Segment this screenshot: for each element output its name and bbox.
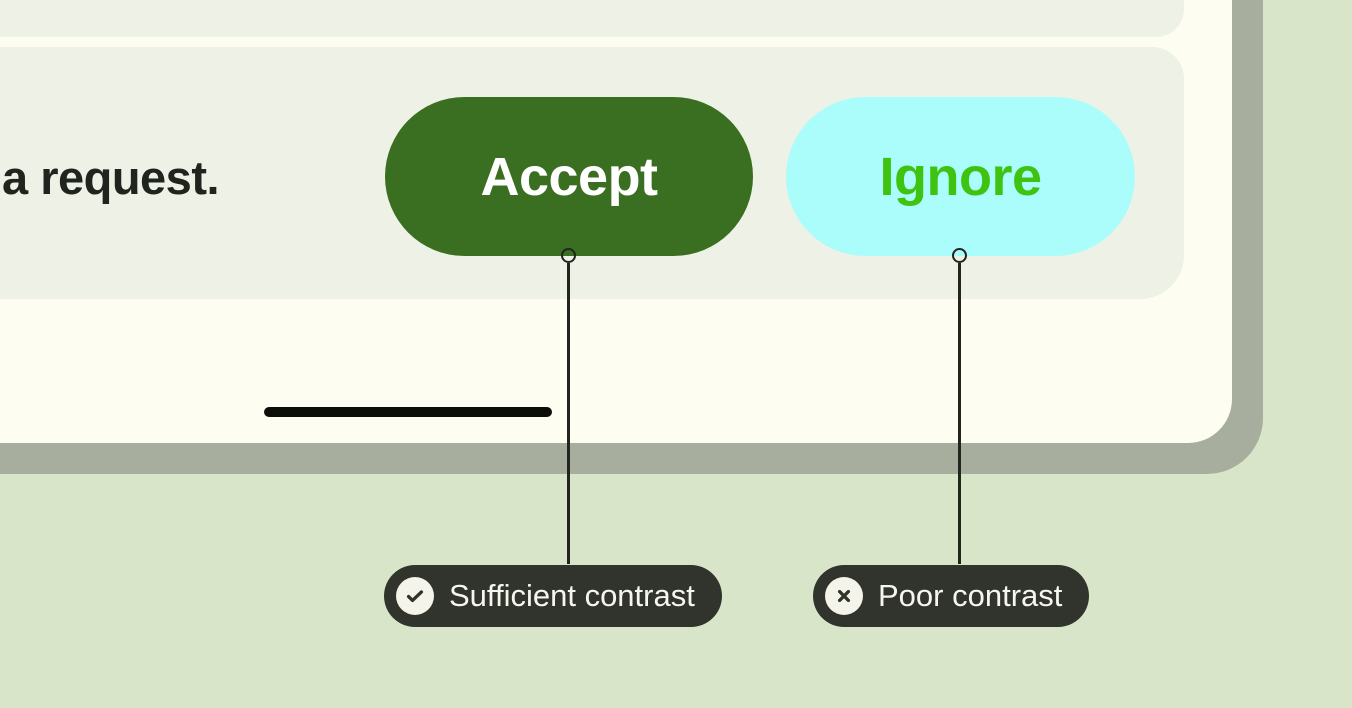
home-indicator <box>264 407 552 417</box>
notification-message-fragment: a request. <box>2 151 220 204</box>
ignore-button[interactable]: Ignore <box>786 97 1135 256</box>
leader-line-ignore <box>958 263 961 564</box>
callout-sufficient-contrast: Sufficient contrast <box>384 565 722 627</box>
leader-line-accept <box>567 263 570 564</box>
check-icon <box>396 577 434 615</box>
callout-label: Sufficient contrast <box>449 578 695 613</box>
callout-poor-contrast: Poor contrast <box>813 565 1090 627</box>
leader-anchor-dot-accept <box>561 248 576 263</box>
leader-anchor-dot-ignore <box>952 248 967 263</box>
top-card-partial <box>0 0 1184 37</box>
callout-label: Poor contrast <box>878 578 1063 613</box>
accept-button[interactable]: Accept <box>385 97 753 256</box>
x-icon <box>825 577 863 615</box>
